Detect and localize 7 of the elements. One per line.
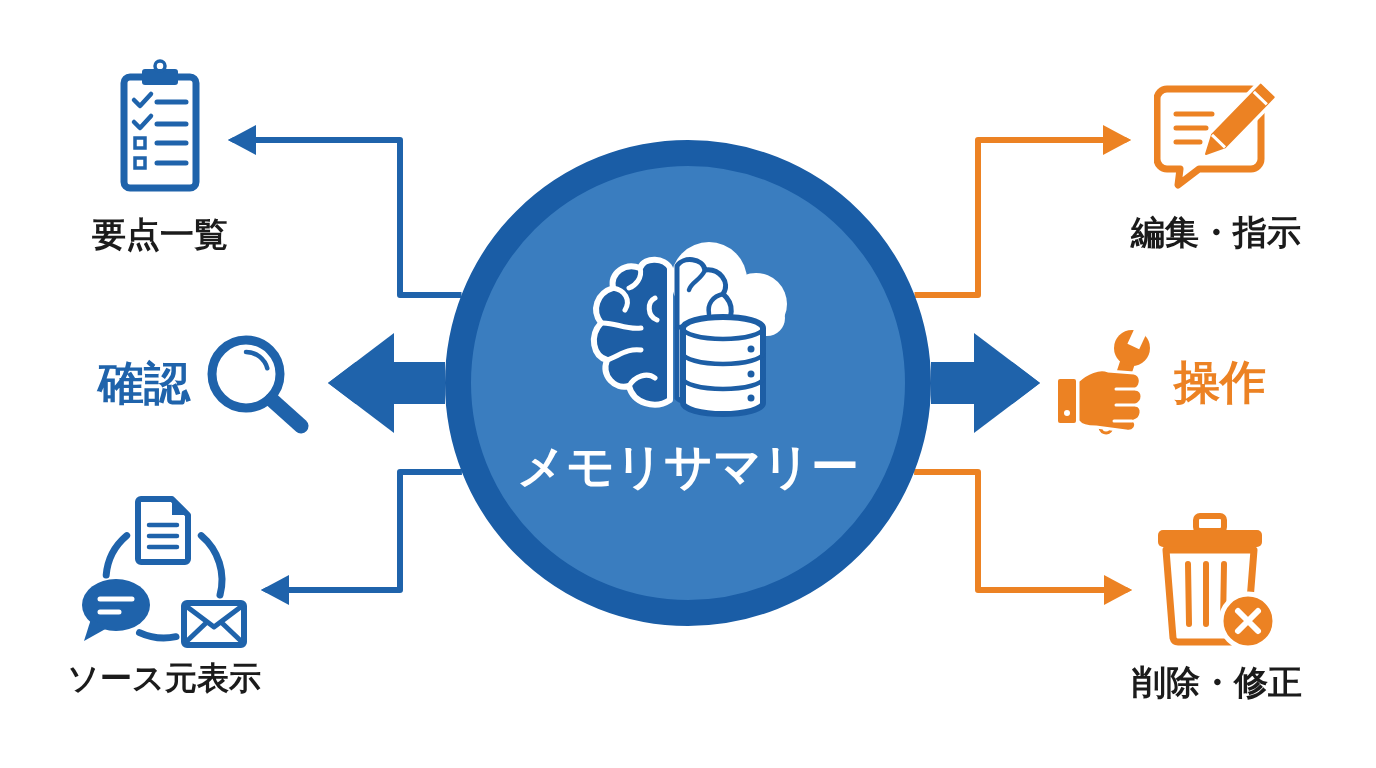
node-label: 編集・指示 [1131, 212, 1301, 253]
hub-title: メモリサマリー [517, 438, 859, 496]
node-label: 操作 [1174, 355, 1266, 411]
node-label: 削除・修正 [1132, 662, 1302, 703]
node-label: 確認 [98, 356, 190, 412]
node-label: 要点一覧 [92, 214, 228, 255]
node-label: ソース元表示 [67, 659, 261, 698]
